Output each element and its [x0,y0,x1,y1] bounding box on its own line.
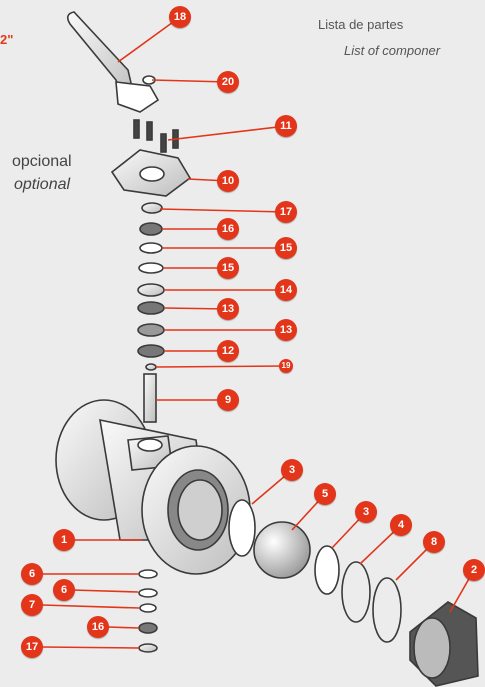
washer-6b [138,588,158,598]
neck-bore [137,438,163,452]
ring-8 [372,577,402,643]
bolt [133,119,140,139]
optional-label-es: opcional [12,153,72,170]
washer-17b [138,643,158,653]
part-badge-p10: 10 [217,170,239,192]
handle-hub [115,81,160,113]
part-badge-p6b: 6 [53,579,75,601]
part-badge-p17a: 17 [275,201,297,223]
part-badge-p12: 12 [217,340,239,362]
part-badge-p5: 5 [314,483,336,505]
part-badge-p6a: 6 [21,563,43,585]
part-badge-p19: 19 [279,359,293,373]
washer-14 [137,283,165,297]
washer-15b [138,262,164,274]
bolt [160,133,167,153]
nut-16 [139,222,163,236]
part-badge-p3b: 3 [355,501,377,523]
part-badge-p15b: 15 [217,257,239,279]
plate-bore [139,166,165,182]
size-label-fragment: 2" [0,32,14,47]
front-bore-inner [177,479,223,541]
part-badge-p14: 14 [275,279,297,301]
stem [143,373,157,423]
seat-3b [314,545,340,595]
part-badge-p8: 8 [423,531,445,553]
part-badge-p7: 7 [21,594,43,616]
washer-15 [139,242,163,254]
washer-7 [139,603,157,613]
part-badge-p15a: 15 [275,237,297,259]
washer-13 [137,301,165,315]
part-badge-p17b: 17 [21,636,43,658]
leader-lines [41,16,475,649]
part-badge-p11: 11 [275,115,297,137]
ball-5 [253,521,311,579]
part-badge-p1: 1 [53,529,75,551]
parts-list-title-es: Lista de partes [318,17,404,32]
washer-13b [137,323,165,337]
part-badge-p18: 18 [169,6,191,28]
part-badge-p3a: 3 [281,459,303,481]
bolt [146,121,153,141]
ring-4 [341,561,371,623]
optional-label-en: optional [14,176,71,193]
parts-list-title-en: List of componer [344,43,441,58]
part-badge-p20: 20 [217,71,239,93]
part-badge-p9: 9 [217,389,239,411]
part-badge-p2: 2 [463,559,485,581]
part-badge-p16b: 16 [87,616,109,638]
nut-16b [138,622,158,634]
seat-3 [228,499,256,557]
ring-19 [145,363,157,371]
part-badge-p13a: 13 [217,298,239,320]
washer-12 [137,344,165,358]
part-badge-p4: 4 [390,514,412,536]
washer-6 [138,569,158,579]
washer-17 [141,202,163,214]
part-badge-p13b: 13 [275,319,297,341]
end-cap-bore [413,617,451,679]
part-badge-p16a: 16 [217,218,239,240]
